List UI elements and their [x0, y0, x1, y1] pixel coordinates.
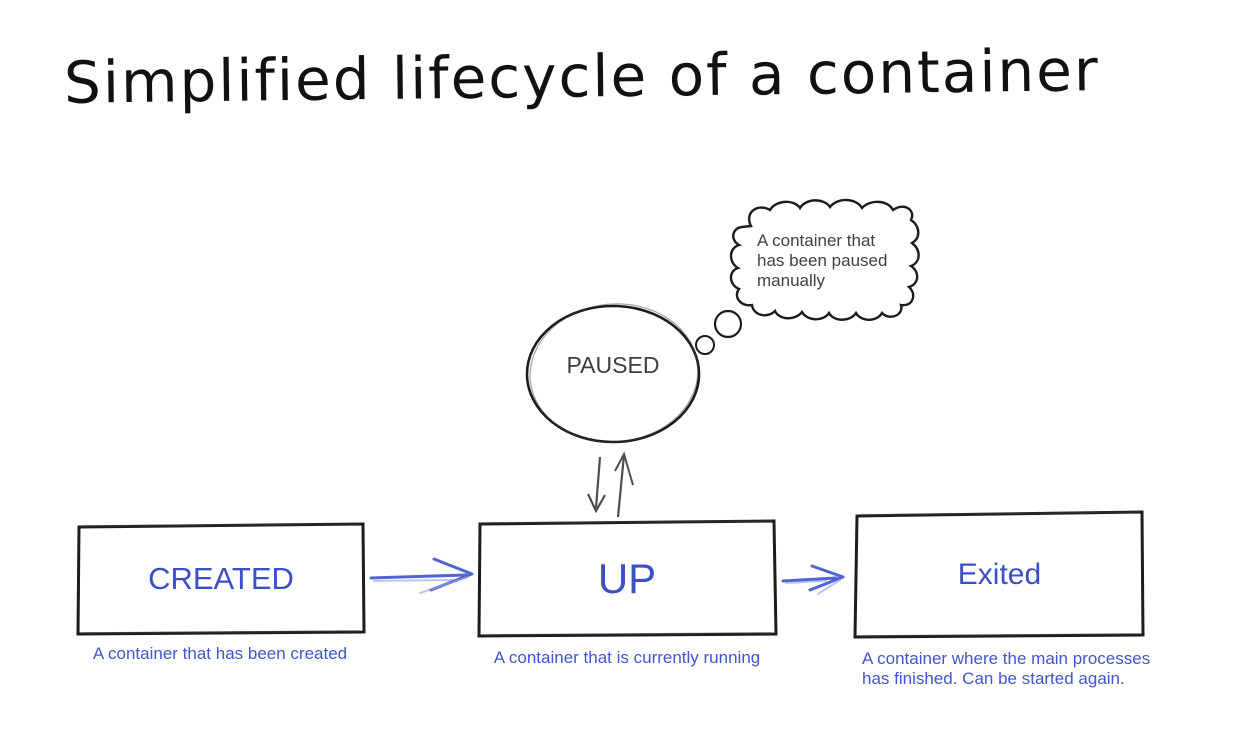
thought-bubble-line: has been paused	[757, 251, 888, 270]
page-title: Simplified lifecycle of a container	[63, 36, 1101, 117]
thought-bubble-line: A container that	[757, 231, 876, 250]
arrow-paused-to-up	[587, 456, 606, 514]
exited-caption-line: has finished. Can be started again.	[862, 669, 1125, 688]
thought-dot-large	[713, 309, 743, 339]
arrow-created-to-up	[369, 557, 474, 594]
thought-bubble-text: A container that has been paused manuall…	[757, 231, 887, 291]
up-caption: A container that is currently running	[493, 648, 761, 667]
exited-caption-line: A container where the main processes	[862, 649, 1151, 668]
paused-state-label: PAUSED	[566, 352, 660, 378]
created-caption: A container that has been created	[92, 644, 348, 663]
paused-ellipse-shape	[525, 303, 701, 444]
created-state-label: CREATED	[148, 561, 294, 596]
created-box-shape	[76, 522, 366, 636]
thought-cloud-shape	[695, 198, 920, 355]
up-state-label: UP	[597, 555, 657, 602]
thought-dot-small	[695, 335, 715, 355]
exited-state-label: Exited	[957, 558, 1042, 591]
exited-box-shape	[853, 510, 1145, 639]
up-box-shape	[477, 519, 778, 638]
arrow-up-to-paused-pair	[587, 451, 634, 518]
arrow-up-to-exited	[781, 564, 845, 595]
thought-bubble-line: manually	[757, 271, 826, 290]
arrow-up-to-paused	[614, 451, 634, 518]
exited-caption: A container where the main processes has…	[862, 649, 1172, 689]
